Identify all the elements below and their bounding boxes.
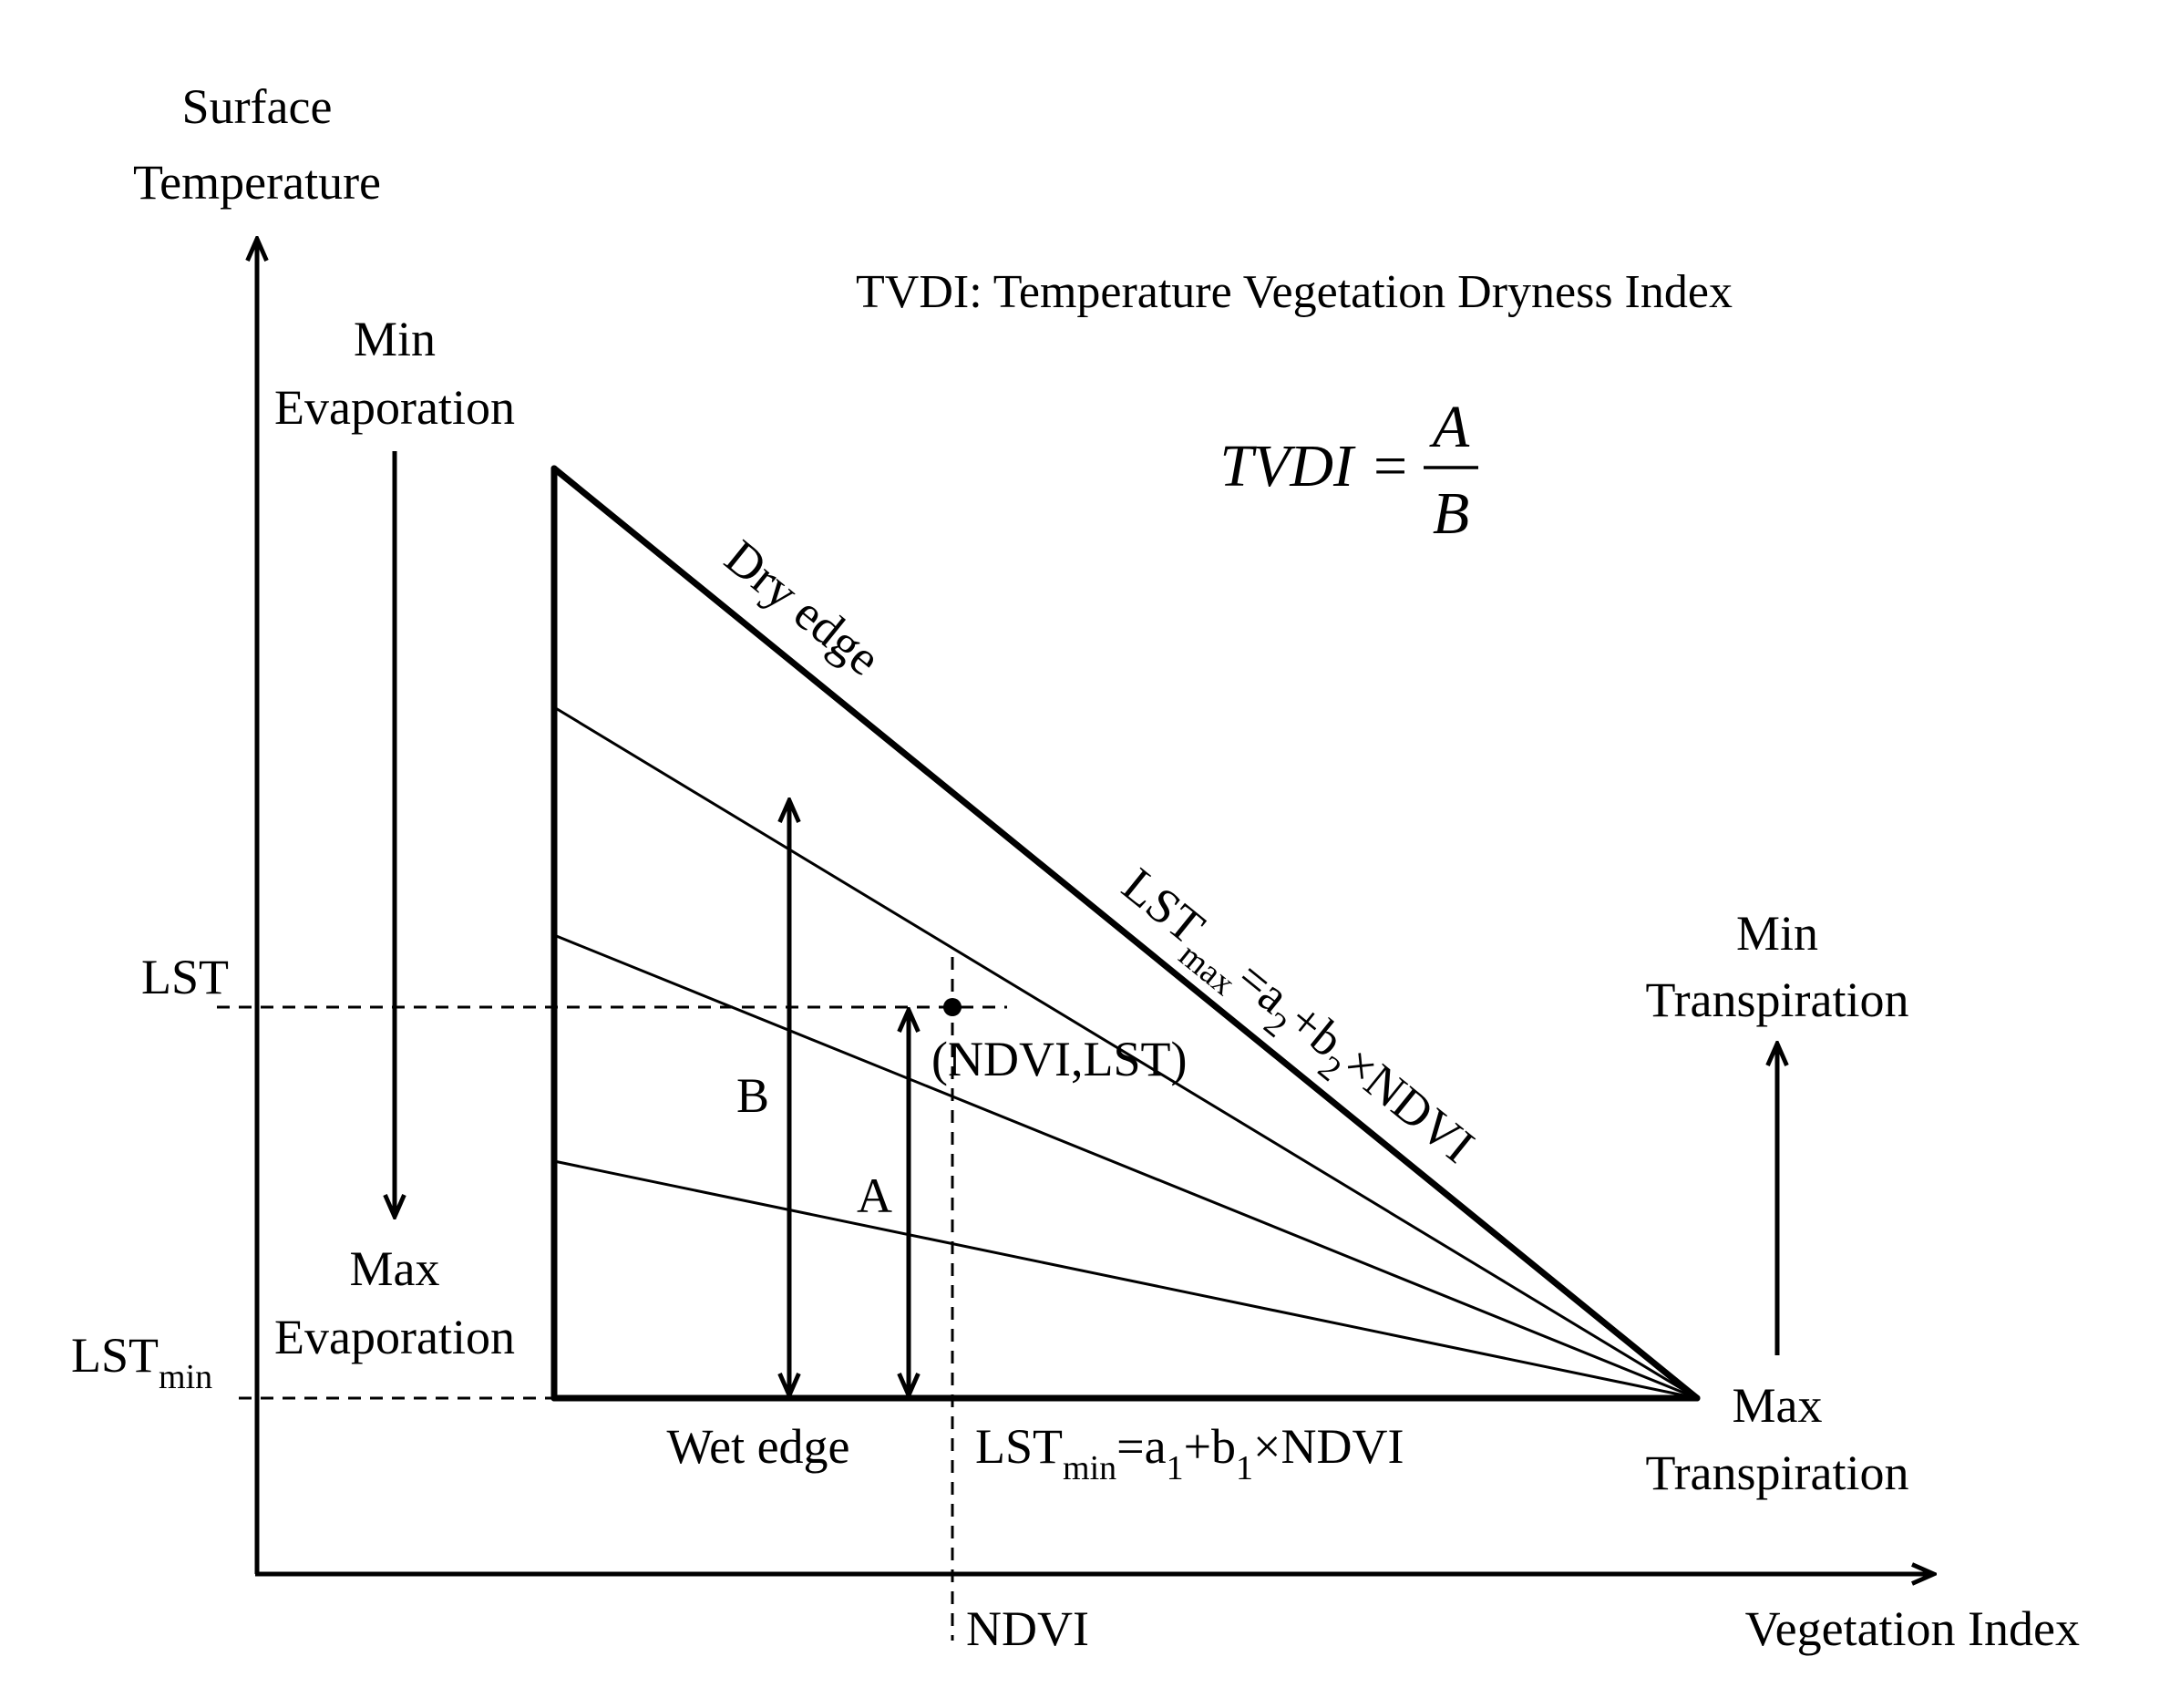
min-transpiration-line1: Min <box>1736 906 1818 961</box>
formula-lhs: TVDI <box>1219 433 1356 499</box>
lst-min-tick-label: LSTmin <box>71 1328 212 1396</box>
wet-eq-p3: ×NDVI <box>1253 1419 1404 1474</box>
max-transpiration-line2: Transpiration <box>1645 1446 1908 1500</box>
wet-eq-p1: =a <box>1116 1419 1166 1474</box>
min-evaporation-line2: Evaporation <box>274 380 515 435</box>
diagram-title: TVDI: Temperature Vegetation Dryness Ind… <box>856 266 1733 318</box>
isoline-3 <box>552 1159 1699 1400</box>
dry-edge-equation: LSTmax=a2+b2×NDVI <box>1104 858 1485 1184</box>
isoline-2 <box>552 933 1699 1400</box>
wet-eq-p2: +b <box>1184 1419 1236 1474</box>
min-evaporation-line1: Min <box>354 312 436 366</box>
max-evaporation-line1: Max <box>350 1241 440 1296</box>
dry-edge-line <box>550 465 1701 1402</box>
max-transpiration-line1: Max <box>1733 1378 1823 1433</box>
feature-space-triangle <box>550 465 1701 1402</box>
dry-edge-label: Dry edge <box>715 530 890 686</box>
min-transpiration-line2: Transpiration <box>1645 972 1908 1027</box>
max-evaporation-line2: Evaporation <box>274 1310 515 1364</box>
wet-eq-s1: 1 <box>1167 1449 1184 1487</box>
lst-min-base: LST <box>71 1328 159 1383</box>
wet-edge-equation: LSTmin=a1+b1×NDVI <box>975 1419 1404 1487</box>
reference-lines <box>217 957 1007 1641</box>
wet-eq-sub: min <box>1063 1449 1116 1487</box>
axes <box>255 239 1934 1574</box>
wet-eq-s2: 1 <box>1236 1449 1253 1487</box>
isoline-1 <box>552 705 1699 1400</box>
wet-eq-base: LST <box>975 1419 1063 1474</box>
formula-denominator: B <box>1433 480 1469 547</box>
dry-eq-p3: ×NDVI <box>1332 1036 1484 1174</box>
formula-equals: = <box>1370 433 1411 499</box>
lst-min-sub: min <box>159 1358 212 1396</box>
ndvi-lst-point-label: (NDVI,LST) <box>931 1032 1187 1086</box>
tvdi-formula: TVDI = A B <box>1219 394 1478 547</box>
ndvi-lst-point <box>943 998 962 1016</box>
y-axis-label-line1: Surface <box>182 79 333 134</box>
y-axis-label-line2: Temperature <box>133 155 381 210</box>
ndvi-tick-label: NDVI <box>966 1601 1089 1656</box>
wet-edge-label: Wet edge <box>666 1419 849 1474</box>
lst-tick-label: LST <box>141 950 229 1004</box>
b-label: B <box>736 1068 769 1123</box>
formula-numerator: A <box>1429 394 1470 460</box>
a-label: A <box>857 1168 892 1223</box>
x-axis-label: Vegetation Index <box>1745 1601 2080 1656</box>
